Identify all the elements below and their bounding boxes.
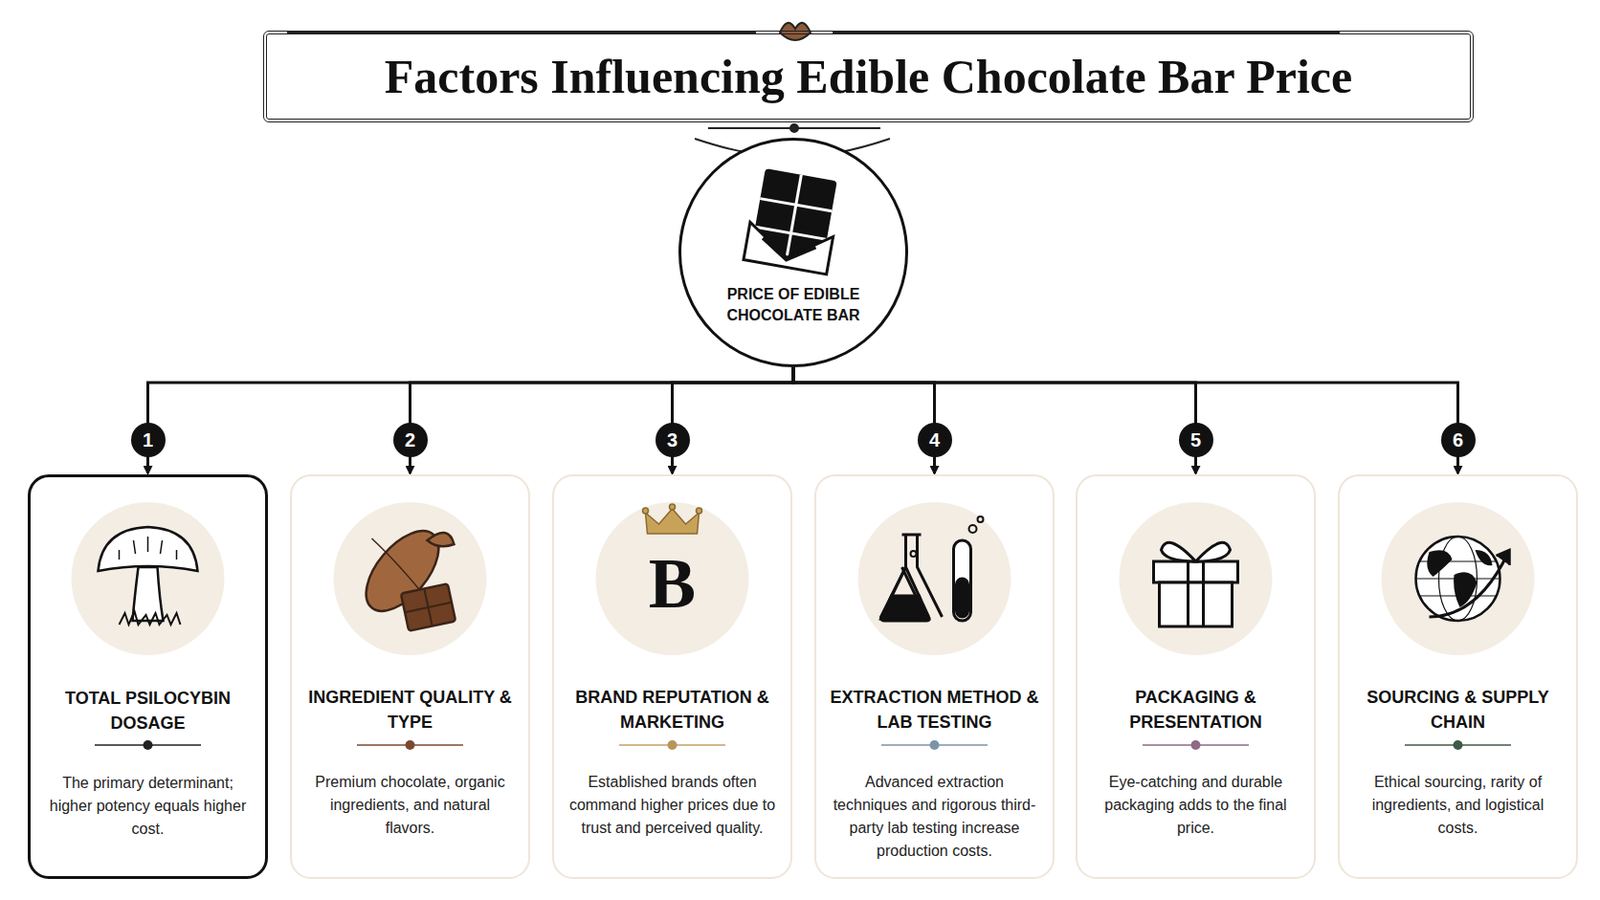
callout-number: 5 — [1178, 422, 1214, 458]
heading-dividers — [94, 740, 1512, 751]
connector-arrow — [410, 367, 795, 474]
factor-card: TOTAL PSILOCYBIN DOSAGE The primary deter… — [27, 474, 268, 880]
callout-number: 4 — [917, 422, 953, 458]
callout-number: 1 — [131, 422, 166, 458]
callout-number: 6 — [1441, 422, 1476, 458]
connector-arrow — [148, 367, 795, 474]
card-description: Premium chocolate, organic ingredients, … — [303, 771, 517, 841]
card-description: The primary determinant; higher potency … — [42, 772, 254, 842]
card-description: Advanced extraction techniques and rigor… — [827, 771, 1042, 864]
title-box: Factors Influencing Edible Chocolate Bar… — [263, 30, 1474, 123]
chocolate-bar-icon — [743, 167, 844, 275]
connector-arrow — [672, 367, 795, 474]
factor-card: INGREDIENT QUALITY & TYPE Premium chocola… — [289, 474, 531, 880]
connector-arrow — [793, 367, 1459, 474]
card-description: Eye-catching and durable packaging adds … — [1088, 771, 1303, 841]
factor-card: PACKAGING & PRESENTATION Eye-catching and… — [1075, 474, 1316, 880]
price-hub-circle: PRICE OF EDIBLE CHOCOLATE BAR — [678, 137, 909, 368]
callout-number: 2 — [393, 422, 428, 458]
factor-card: BRAND REPUTATION & MARKETING Established … — [552, 474, 793, 880]
card-heading: EXTRACTION METHOD & LAB TESTING — [827, 685, 1042, 735]
cocoa-pod-icon — [352, 518, 456, 632]
crown-icon — [643, 504, 703, 534]
globe-icon — [1416, 536, 1511, 622]
factor-card: EXTRACTION METHOD & LAB TESTING Advanced … — [814, 474, 1055, 880]
card-heading: PACKAGING & PRESENTATION — [1088, 685, 1303, 735]
lab-flask-icon — [881, 516, 984, 622]
card-description: Ethical sourcing, rarity of ingredients,… — [1351, 771, 1565, 841]
card-heading: BRAND REPUTATION & MARKETING — [565, 685, 779, 735]
brand-letter: B — [634, 545, 712, 623]
title-text: Factors Influencing Edible Chocolate Bar… — [384, 48, 1353, 105]
card-description: Established brands often command higher … — [565, 771, 779, 841]
card-heading: SOURCING & SUPPLY CHAIN — [1351, 685, 1565, 735]
hub-label: PRICE OF EDIBLE CHOCOLATE BAR — [700, 284, 887, 327]
callout-number: 3 — [655, 422, 690, 458]
card-heading: INGREDIENT QUALITY & TYPE — [303, 685, 517, 735]
mushroom-icon — [98, 527, 199, 625]
gift-box-icon — [1154, 542, 1239, 627]
factor-card: SOURCING & SUPPLY CHAIN Ethical sourcing,… — [1337, 474, 1578, 880]
card-heading: TOTAL PSILOCYBIN DOSAGE — [42, 686, 254, 736]
